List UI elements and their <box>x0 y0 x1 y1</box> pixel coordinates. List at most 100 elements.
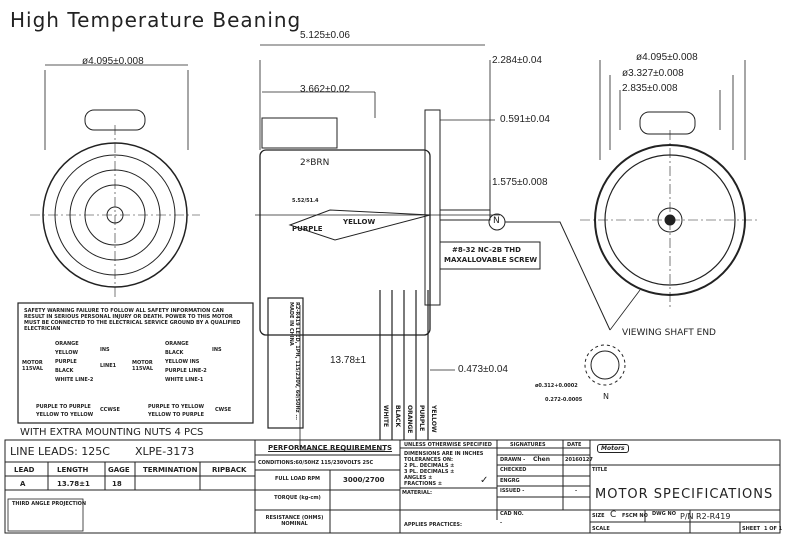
sig-title: SIGNATURES <box>510 442 546 448</box>
rear-dia2-dim: ø3.327±0.008 <box>622 68 684 79</box>
brn-label: 2*BRN <box>300 158 330 168</box>
yellow-label: YELLOW <box>343 218 376 226</box>
line-leads-title: LINE LEADS: 125C <box>10 445 110 458</box>
sheet-value: 1 OF 1 <box>764 526 783 532</box>
tol-line: FRACTIONS ± <box>404 481 443 487</box>
rule-line: YELLOW TO YELLOW <box>36 412 94 418</box>
flange-dim: 2.284±0.04 <box>492 55 542 66</box>
cw-tag: CWSE <box>215 407 232 413</box>
wiring-right: ORANGE BLACK YELLOW INS PURPLE LINE-2 WH… <box>165 340 207 385</box>
wire-label: ORANGE <box>406 405 413 434</box>
wire-item: BLACK <box>165 350 184 356</box>
rear-dia3-dim: 2.835±0.008 <box>622 83 678 94</box>
sig-date: - <box>575 488 578 494</box>
tag: INS <box>100 347 110 353</box>
safety-box <box>17 302 254 424</box>
rear-view <box>580 60 760 386</box>
body-len-dim: 3.662±0.02 <box>300 84 350 95</box>
sig-label: CHECKED <box>500 467 527 473</box>
wire-label: BLACK <box>394 405 401 428</box>
wiring-left: ORANGE YELLOW PURPLE BLACK WHITE LINE-2 <box>55 340 93 385</box>
overall-len-dim: 5.125±0.06 <box>300 30 350 41</box>
cell: 13.78±1 <box>57 480 90 488</box>
drawing-title: High Temperature Beaning <box>10 8 302 32</box>
check-mark: ✓ <box>480 475 489 486</box>
n2-label: N <box>603 392 609 401</box>
wire-label: WHITE <box>382 405 389 428</box>
wire-label: PURPLE <box>418 405 425 432</box>
tol-line: TOLERANCES ON: <box>404 457 454 463</box>
title-block-lines <box>4 439 781 534</box>
wire-item: BLACK <box>55 368 74 374</box>
size-value: C <box>610 510 617 520</box>
logo-text: Motors <box>601 445 625 452</box>
scale-label: SCALE <box>592 526 610 532</box>
nameplate-label: R2-R419 LEED, 1PH, 115/230V, 60/50Hz ...… <box>288 302 300 421</box>
rule-line: PURPLE TO YELLOW <box>148 404 204 410</box>
wire-item: PURPLE LINE-2 <box>165 368 207 374</box>
projection-label: THIRD ANGLE PROJECTION <box>12 501 87 507</box>
col-header: LEAD <box>14 466 35 474</box>
lead-strip-dim: 0.473±0.04 <box>458 364 508 375</box>
material-label: MATERIAL: <box>402 490 433 496</box>
rear-dia1-dim: ø4.095±0.008 <box>636 52 698 63</box>
wire-item: WHITE LINE-2 <box>55 377 94 383</box>
sheet-label: SHEET <box>742 526 761 532</box>
perf-label: TORQUE (kg-cm) <box>274 495 321 501</box>
doc-title: MOTOR SPECIFICATIONS <box>595 487 774 502</box>
wire-item: YELLOW <box>55 350 78 356</box>
tol-line: 3 PL. DECIMALS ± <box>404 469 455 475</box>
small-dia-dim: ø0.312+0.0002 <box>535 383 578 389</box>
tag: LINE1 <box>100 363 117 369</box>
sig-label: ISSUED - <box>500 488 525 494</box>
lead-len-dim: 13.78±1 <box>330 355 367 366</box>
col-header: TERMINATION <box>143 466 198 474</box>
cell: A <box>20 480 26 488</box>
cell: 18 <box>112 480 122 488</box>
practices-label: APPLIES PRACTICES: <box>404 522 463 528</box>
wire-item: ORANGE <box>165 341 189 347</box>
screw-label-1: #8-32 NC-2B THD <box>452 246 521 254</box>
screw-label-2: MAXALLOVABLE SCREW <box>444 256 538 264</box>
wire-item: PURPLE <box>55 359 77 365</box>
tol-line: DIMENSIONS ARE IN INCHES <box>404 451 484 457</box>
logo: Motors <box>597 444 629 453</box>
perf-value: 3000/2700 <box>343 476 385 484</box>
front-view <box>30 64 200 300</box>
small-dia2-dim: 0.272-0.0005 <box>545 397 583 403</box>
col-header: GAGE <box>108 466 130 474</box>
fscm-label: FSCM NO <box>622 513 648 519</box>
tol-line: 2 PL. DECIMALS ± <box>404 463 455 469</box>
ref-label: 5.52/51.4 <box>292 198 319 204</box>
ccw-tag: CCWSE <box>100 407 120 413</box>
part-number: P/N R2-R419 <box>680 512 731 521</box>
tol-line: ANGLES ± <box>404 475 433 481</box>
tol-title: UNLESS OTHERWISE SPECIFIED <box>404 442 492 448</box>
line-leads-spec: XLPE-3173 <box>135 445 195 458</box>
n-label: N <box>493 216 500 226</box>
col-header: LENGTH <box>57 466 89 474</box>
perf-title: PERFORMANCE REQUIREMENTS <box>268 444 393 452</box>
title-label: TITLE <box>592 467 608 473</box>
tol-lines: DIMENSIONS ARE IN INCHES TOLERANCES ON: … <box>404 451 483 487</box>
shaft-step-dim: 0.591±0.04 <box>500 114 550 125</box>
wire-item: YELLOW INS <box>165 359 200 365</box>
size-label: SIZE <box>592 513 605 519</box>
perf-label: RESISTANCE (OHMS) NOMINAL <box>265 515 324 527</box>
side-view <box>255 44 611 451</box>
viewing-shaft-end: VIEWING SHAFT END <box>622 328 716 338</box>
purple-label: PURPLE <box>292 225 323 233</box>
motor-label: MOTOR 115VAL <box>132 360 154 372</box>
cad-value: - <box>500 520 503 526</box>
extra-nuts-note: WITH EXTRA MOUNTING NUTS 4 PCS <box>20 427 204 438</box>
shaft-len-dim: 1.575±0.008 <box>492 177 548 188</box>
sig-name: Chen <box>533 456 551 463</box>
wire-item: ORANGE <box>55 341 79 347</box>
motor-label: MOTOR 115VAL <box>22 360 44 372</box>
perf-conditions: CONDITIONS:60/50HZ 115/230VOLTS 25C <box>258 460 374 466</box>
sig-label: ENGRG <box>500 478 520 484</box>
dwg-label: DWG NO <box>652 511 676 517</box>
